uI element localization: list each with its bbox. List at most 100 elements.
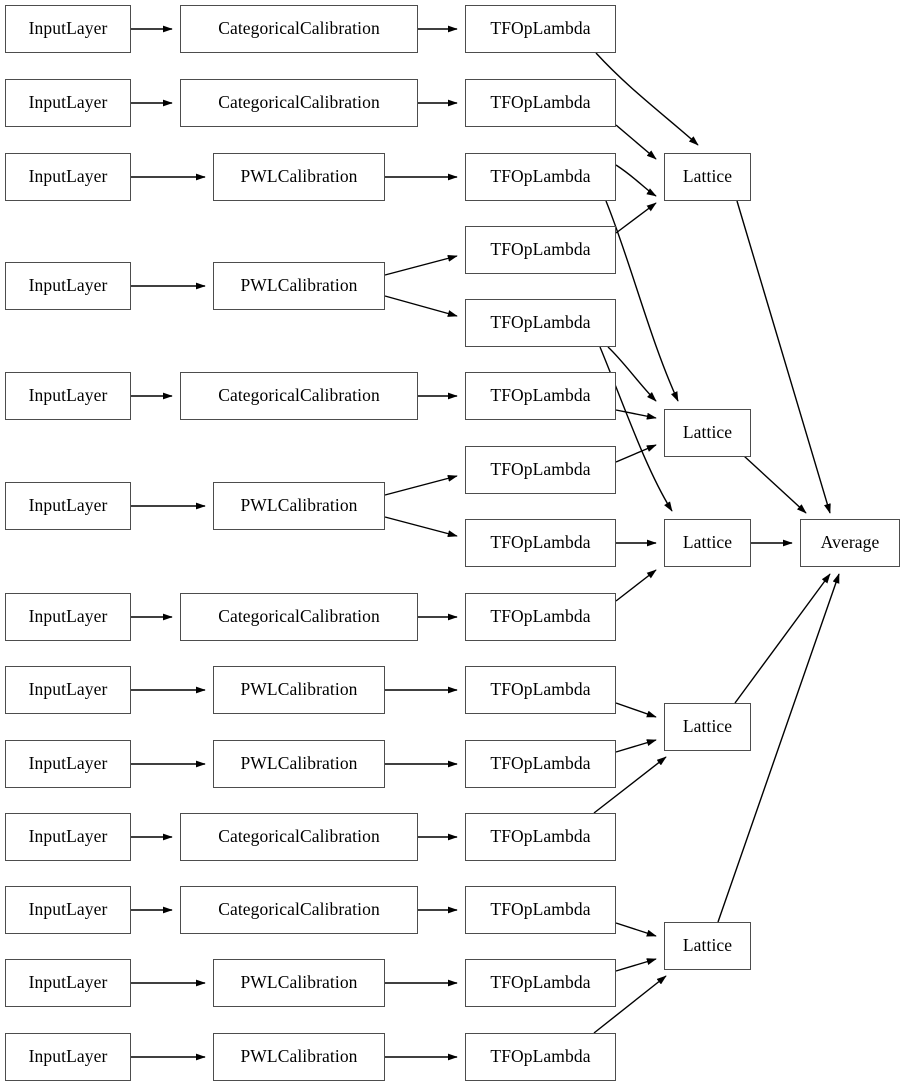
node-cal11[interactable]: CategoricalCalibration <box>180 886 418 934</box>
node-label: InputLayer <box>28 679 108 700</box>
node-op10[interactable]: TFOpLambda <box>465 666 616 714</box>
node-label: InputLayer <box>28 899 108 920</box>
node-label: InputLayer <box>28 753 108 774</box>
edge-op9-to-lat3 <box>615 569 657 602</box>
edge-op3-to-lat1 <box>615 164 657 197</box>
edge-cal4-to-op4 <box>384 254 458 276</box>
node-label: TFOpLambda <box>490 679 591 700</box>
node-in13[interactable]: InputLayer <box>5 1033 131 1081</box>
edge-lat1-to-avg <box>736 200 831 514</box>
node-label: InputLayer <box>28 18 108 39</box>
edge-op10-to-lat4 <box>615 702 657 718</box>
node-op9[interactable]: TFOpLambda <box>465 593 616 641</box>
node-op14[interactable]: TFOpLambda <box>465 959 616 1007</box>
edge-op11-to-lat4 <box>615 739 657 753</box>
node-lat5[interactable]: Lattice <box>664 922 751 970</box>
node-label: InputLayer <box>28 1046 108 1067</box>
edge-op2-to-lat1 <box>615 124 657 160</box>
node-lat2[interactable]: Lattice <box>664 409 751 457</box>
node-label: CategoricalCalibration <box>218 899 380 920</box>
node-label: InputLayer <box>28 826 108 847</box>
node-op12[interactable]: TFOpLambda <box>465 813 616 861</box>
node-in3[interactable]: InputLayer <box>5 153 131 201</box>
node-in8[interactable]: InputLayer <box>5 666 131 714</box>
node-label: PWLCalibration <box>240 275 358 296</box>
node-in7[interactable]: InputLayer <box>5 593 131 641</box>
node-cal5[interactable]: CategoricalCalibration <box>180 372 418 420</box>
edge-op6-to-lat2 <box>615 409 657 420</box>
node-label: TFOpLambda <box>490 753 591 774</box>
node-label: CategoricalCalibration <box>218 826 380 847</box>
node-cal3[interactable]: PWLCalibration <box>213 153 385 201</box>
node-label: Lattice <box>682 935 733 956</box>
node-label: TFOpLambda <box>490 92 591 113</box>
node-label: InputLayer <box>28 495 108 516</box>
edge-cal6-to-op8 <box>384 516 458 538</box>
node-label: TFOpLambda <box>490 385 591 406</box>
node-label: PWLCalibration <box>240 753 358 774</box>
node-label: Lattice <box>682 532 733 553</box>
node-in2[interactable]: InputLayer <box>5 79 131 127</box>
node-lat3[interactable]: Lattice <box>664 519 751 567</box>
node-label: InputLayer <box>28 166 108 187</box>
node-cal13[interactable]: PWLCalibration <box>213 1033 385 1081</box>
node-op1[interactable]: TFOpLambda <box>465 5 616 53</box>
node-op4[interactable]: TFOpLambda <box>465 226 616 274</box>
node-label: Average <box>820 532 880 553</box>
node-op11[interactable]: TFOpLambda <box>465 740 616 788</box>
node-label: PWLCalibration <box>240 495 358 516</box>
node-cal1[interactable]: CategoricalCalibration <box>180 5 418 53</box>
node-cal8[interactable]: PWLCalibration <box>213 666 385 714</box>
node-avg[interactable]: Average <box>800 519 900 567</box>
node-in4[interactable]: InputLayer <box>5 262 131 310</box>
node-cal12[interactable]: PWLCalibration <box>213 959 385 1007</box>
node-label: InputLayer <box>28 606 108 627</box>
node-label: Lattice <box>682 422 733 443</box>
node-in12[interactable]: InputLayer <box>5 959 131 1007</box>
node-op7[interactable]: TFOpLambda <box>465 446 616 494</box>
node-in9[interactable]: InputLayer <box>5 740 131 788</box>
node-label: InputLayer <box>28 385 108 406</box>
node-cal4[interactable]: PWLCalibration <box>213 262 385 310</box>
node-label: TFOpLambda <box>490 1046 591 1067</box>
edge-cal4-to-op5 <box>384 295 458 317</box>
node-label: TFOpLambda <box>490 899 591 920</box>
node-label: InputLayer <box>28 275 108 296</box>
node-label: PWLCalibration <box>240 972 358 993</box>
node-cal10[interactable]: CategoricalCalibration <box>180 813 418 861</box>
node-op2[interactable]: TFOpLambda <box>465 79 616 127</box>
edge-op4-to-lat1 <box>615 202 657 234</box>
node-label: TFOpLambda <box>490 606 591 627</box>
node-op3[interactable]: TFOpLambda <box>465 153 616 201</box>
node-label: CategoricalCalibration <box>218 92 380 113</box>
node-label: TFOpLambda <box>490 826 591 847</box>
node-in5[interactable]: InputLayer <box>5 372 131 420</box>
node-op15[interactable]: TFOpLambda <box>465 1033 616 1081</box>
node-op6[interactable]: TFOpLambda <box>465 372 616 420</box>
node-label: Lattice <box>682 716 733 737</box>
node-label: TFOpLambda <box>490 312 591 333</box>
edge-op3-to-lat2 <box>605 200 679 402</box>
node-op8[interactable]: TFOpLambda <box>465 519 616 567</box>
node-cal9[interactable]: PWLCalibration <box>213 740 385 788</box>
node-label: TFOpLambda <box>490 239 591 260</box>
node-lat1[interactable]: Lattice <box>664 153 751 201</box>
node-cal7[interactable]: CategoricalCalibration <box>180 593 418 641</box>
node-lat4[interactable]: Lattice <box>664 703 751 751</box>
node-op13[interactable]: TFOpLambda <box>465 886 616 934</box>
node-label: Lattice <box>682 166 733 187</box>
node-label: PWLCalibration <box>240 166 358 187</box>
node-cal2[interactable]: CategoricalCalibration <box>180 79 418 127</box>
edge-op7-to-lat2 <box>615 444 657 463</box>
node-label: CategoricalCalibration <box>218 18 380 39</box>
node-in11[interactable]: InputLayer <box>5 886 131 934</box>
edge-op14-to-lat5 <box>615 958 657 972</box>
node-in6[interactable]: InputLayer <box>5 482 131 530</box>
node-in1[interactable]: InputLayer <box>5 5 131 53</box>
edge-op13-to-lat5 <box>615 922 657 937</box>
node-op5[interactable]: TFOpLambda <box>465 299 616 347</box>
node-in10[interactable]: InputLayer <box>5 813 131 861</box>
node-cal6[interactable]: PWLCalibration <box>213 482 385 530</box>
